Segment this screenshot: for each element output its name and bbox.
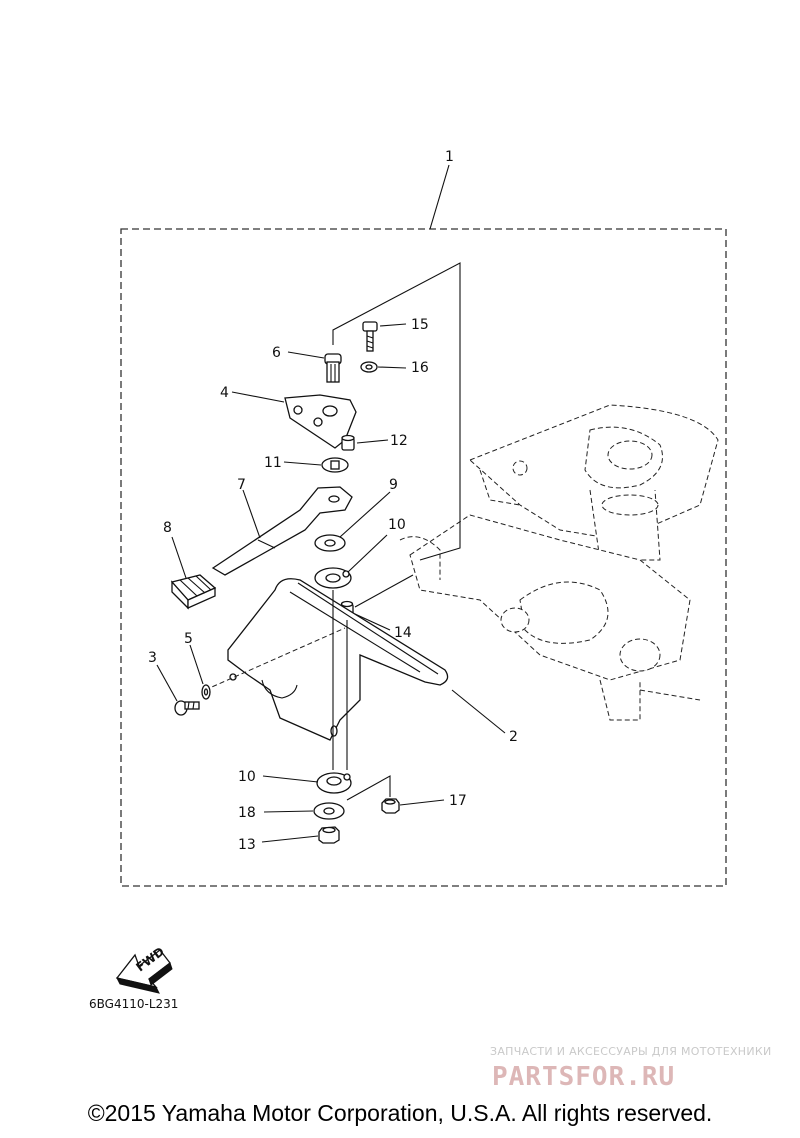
- callout-8: 8: [163, 520, 172, 536]
- callout-4: 4: [220, 385, 229, 401]
- watermark-tagline: ЗАПЧАСТИ И АКСЕССУАРЫ ДЛЯ МОТОТЕХНИКИ: [490, 1045, 772, 1058]
- callout-16: 16: [411, 360, 429, 376]
- callout-7: 7: [237, 477, 246, 493]
- callout-5: 5: [184, 631, 193, 647]
- part-18-washer: [313, 802, 345, 820]
- kit-boundary: [120, 228, 727, 887]
- callout-13: 13: [238, 837, 256, 853]
- part-10-lower-washer: [316, 772, 352, 794]
- part-5-washer: [201, 684, 211, 700]
- part-15-bolt: [362, 321, 378, 352]
- callout-12: 12: [390, 433, 408, 449]
- part-10-upper-washer: [314, 567, 352, 589]
- callout-11: 11: [264, 455, 282, 471]
- part-2-main-bracket: [227, 578, 449, 741]
- callout-9: 9: [389, 477, 398, 493]
- part-8-grip: [170, 574, 217, 610]
- callout-10-upper: 10: [388, 517, 406, 533]
- part-3-screw: [174, 700, 200, 716]
- diagram-code: 6BG4110-L231: [89, 997, 178, 1011]
- callout-6: 6: [272, 345, 281, 361]
- fwd-arrow-icon: FWD: [115, 944, 173, 994]
- part-16-washer: [360, 361, 378, 373]
- part-7-lever: [211, 486, 353, 576]
- callout-1: 1: [445, 149, 454, 165]
- watermark-logo: PARTSFOR.RU: [492, 1062, 675, 1092]
- callout-3: 3: [148, 650, 157, 666]
- callout-10-lower: 10: [238, 769, 256, 785]
- part-9-washer: [314, 534, 346, 552]
- callout-2: 2: [509, 729, 518, 745]
- part-4-bracket: [284, 394, 357, 449]
- outboard-bracket-ghost: [399, 404, 719, 721]
- callout-18: 18: [238, 805, 256, 821]
- callout-15: 15: [411, 317, 429, 333]
- part-6-bolt: [324, 353, 342, 383]
- callout-17: 17: [449, 793, 467, 809]
- part-13-nut: [318, 826, 340, 844]
- part-17-nut: [381, 798, 400, 814]
- part-12-collar: [341, 434, 355, 451]
- copyright-notice: ©2015 Yamaha Motor Corporation, U.S.A. A…: [87, 1100, 713, 1126]
- callout-14: 14: [394, 625, 412, 641]
- part-11-plate: [321, 457, 349, 473]
